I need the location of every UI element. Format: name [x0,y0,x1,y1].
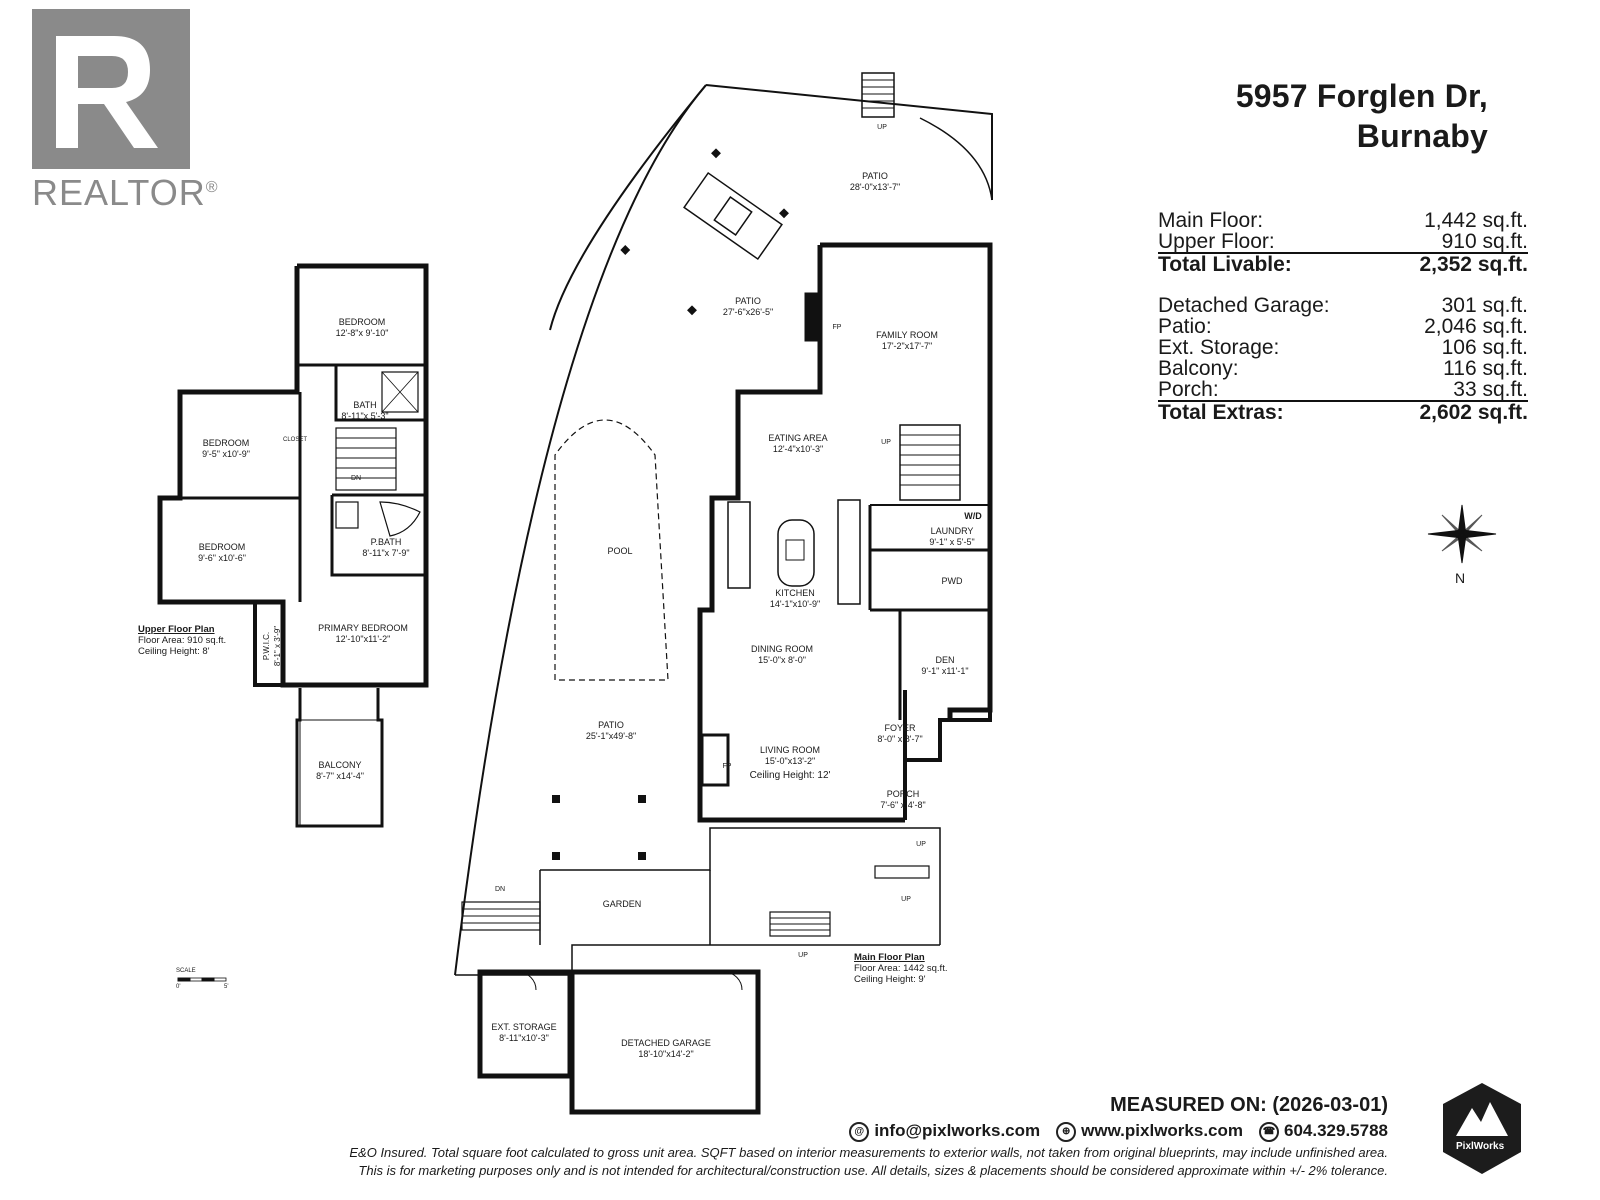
address-line-2: Burnaby [1356,118,1488,154]
area-value: 106 sq.ft. [1441,336,1528,359]
room-pool: POOL [607,546,633,556]
main-floor-caption: Main Floor Plan Floor Area: 1442 sq.ft. … [854,952,948,985]
realtor-logo-icon [32,9,190,169]
fireplace-label: FP [722,763,732,770]
fireplace-label: FP [832,324,842,331]
email-contact[interactable]: @info@pixlworks.com [849,1121,1040,1142]
phone-contact[interactable]: ☎604.329.5788 [1259,1121,1388,1142]
scale-five-label: 5' [224,984,229,990]
total-extras-row: Total Extras: 2,602 sq.ft. [1158,400,1528,423]
area-row: Porch: 33 sq.ft. [1158,379,1528,400]
scale-zero-label: 0' [176,984,181,990]
stair-down-label: DN [494,886,506,893]
area-value: 910 sq.ft. [1441,230,1528,253]
area-label: Detached Garage: [1158,294,1330,317]
area-row: Upper Floor: 910 sq.ft. [1158,231,1528,252]
upper-floor-caption: Upper Floor Plan Floor Area: 910 sq.ft. … [138,624,227,657]
scale-label: SCALE [176,968,196,974]
area-label: Patio: [1158,315,1212,338]
area-value: 2,602 sq.ft. [1419,401,1528,424]
phone-icon: ☎ [1259,1121,1279,1142]
website-contact[interactable]: ⊕www.pixlworks.com [1056,1121,1243,1142]
area-label: Total Livable: [1158,253,1292,276]
disclaimer-line-2: This is for marketing purposes only and … [358,1163,1388,1178]
area-value: 116 sq.ft. [1443,357,1528,380]
area-value: 301 sq.ft. [1441,294,1528,317]
stair-up-label: UP [881,439,891,446]
main-floor-plan [454,72,993,1115]
measured-on: MEASURED ON: (2026-03-01) [1110,1094,1388,1116]
area-label: Porch: [1158,378,1219,401]
room-upper-pwic: P.W.I.C.8'-1" x 3'-9" [262,625,282,667]
stair-down-label: DN [350,475,362,482]
area-label: Main Floor: [1158,209,1264,232]
realtor-brand-text: REALTOR® [32,172,219,214]
email-icon: @ [849,1121,870,1142]
disclaimer-line-1: E&O Insured. Total square foot calculate… [349,1145,1388,1160]
globe-icon: ⊕ [1056,1121,1077,1142]
compass-north-label: N [1455,570,1466,586]
stair-up-label: UP [916,841,926,848]
stair-up-label: UP [901,896,911,903]
closet-label: CLOSET [282,437,308,443]
room-garden: GARDEN [602,899,642,909]
area-label: Balcony: [1158,357,1239,380]
scale-bar [177,977,227,982]
realtor-wordmark: REALTOR [32,172,206,213]
registered-mark: ® [205,179,219,196]
area-value: 1,442 sq.ft. [1424,209,1528,232]
compass-icon [1427,504,1497,564]
area-summary-table: Main Floor: 1,442 sq.ft. Upper Floor: 910 … [1158,210,1528,423]
room-pwd: PWD [941,576,963,586]
area-value: 2,046 sq.ft. [1424,315,1528,338]
badge-label: PixlWorks [1456,1141,1505,1152]
stair-up-label: UP [877,124,887,131]
stair-up-label: UP [798,952,808,959]
contact-row: @info@pixlworks.com ⊕www.pixlworks.com ☎… [849,1121,1388,1142]
total-livable-row: Total Livable: 2,352 sq.ft. [1158,252,1528,275]
area-value: 2,352 sq.ft. [1419,253,1528,276]
upper-floor-plan [157,263,429,828]
area-row: Patio: 2,046 sq.ft. [1158,316,1528,337]
area-row: Ext. Storage: 106 sq.ft. [1158,337,1528,358]
address-line-1: 5957 Forglen Dr, [1235,78,1488,114]
area-label: Upper Floor: [1158,230,1275,253]
area-row: Balcony: 116 sq.ft. [1158,358,1528,379]
area-value: 33 sq.ft. [1453,378,1528,401]
washer-dryer-label: W/D [964,511,982,521]
pixlworks-badge-icon [1443,1083,1521,1174]
area-row: Main Floor: 1,442 sq.ft. [1158,210,1528,231]
area-label: Ext. Storage: [1158,336,1280,359]
area-row: Detached Garage: 301 sq.ft. [1158,295,1528,316]
area-label: Total Extras: [1158,401,1284,424]
